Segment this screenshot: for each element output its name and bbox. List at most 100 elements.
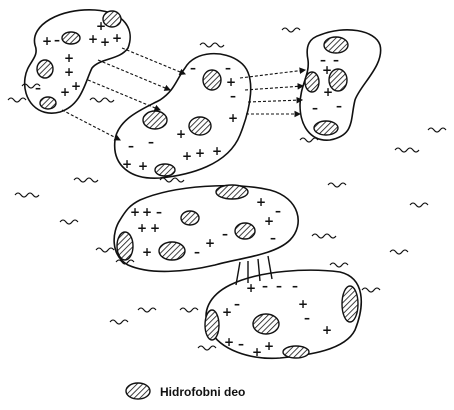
svg-text:–: –: [262, 279, 268, 293]
svg-text:–: –: [333, 53, 339, 67]
hydrophobic-patch: [40, 97, 56, 109]
hydrophobic-patch: [253, 314, 279, 334]
svg-text:–: –: [234, 297, 240, 311]
svg-text:+: +: [64, 65, 74, 79]
hydrophobic-patch: [235, 223, 255, 239]
svg-text:+: +: [112, 31, 122, 45]
wavy-line: [282, 28, 300, 32]
svg-text:+: +: [222, 305, 232, 319]
arrow: [98, 60, 170, 90]
wavy-line: [330, 263, 348, 267]
svg-text:–: –: [275, 204, 281, 218]
wavy-line: [8, 98, 26, 102]
svg-text:–: –: [35, 81, 41, 95]
wavy-line: [312, 234, 336, 238]
hydrophobic-patch: [305, 72, 319, 92]
svg-text:–: –: [270, 231, 276, 245]
wavy-line: [395, 148, 419, 152]
wavy-line: [200, 43, 224, 47]
svg-text:–: –: [156, 205, 162, 219]
svg-text:–: –: [190, 61, 196, 75]
hydrophobic-patch: [216, 185, 248, 199]
svg-text:+: +: [42, 34, 52, 48]
hydrophobic-patch: [205, 310, 219, 340]
wavy-line: [390, 250, 408, 254]
wavy-line: [74, 178, 98, 182]
svg-text:+: +: [142, 245, 152, 259]
hydrophobic-patch: [155, 164, 175, 176]
svg-text:–: –: [276, 279, 282, 293]
svg-text:+: +: [137, 221, 147, 235]
svg-text:+: +: [71, 79, 81, 93]
svg-text:–: –: [238, 337, 244, 351]
svg-text:+: +: [130, 205, 140, 219]
molecule-bottom: +–– ––+ +–+ +–+ +: [205, 270, 361, 359]
svg-text:–: –: [230, 89, 236, 103]
svg-text:–: –: [194, 245, 200, 259]
svg-text:+: +: [122, 157, 132, 171]
wavy-line: [160, 178, 184, 182]
hydrophobic-patch: [117, 232, 133, 260]
wavy-line: [138, 308, 156, 312]
svg-text:+: +: [264, 339, 274, 353]
svg-text:–: –: [312, 101, 318, 115]
svg-text:+: +: [212, 144, 222, 158]
legend-label: Hidrofobni deo: [160, 385, 245, 399]
svg-text:–: –: [304, 311, 310, 325]
svg-text:–: –: [225, 61, 231, 75]
svg-text:–: –: [336, 99, 342, 113]
wavy-line: [90, 98, 114, 102]
svg-text:+: +: [138, 159, 148, 173]
svg-text:+: +: [256, 195, 266, 209]
svg-text:+: +: [195, 146, 205, 160]
wavy-line: [428, 128, 446, 132]
legend-hydrophobic-icon: [126, 383, 150, 399]
hydrophobic-patch: [314, 121, 338, 135]
svg-text:+: +: [264, 214, 274, 228]
molecule-middle: ++– +++ –+– –+– +: [114, 185, 298, 271]
svg-text:+: +: [205, 236, 215, 250]
wavy-line: [180, 308, 198, 312]
wavy-line: [410, 203, 428, 207]
arrow: [122, 48, 185, 74]
svg-text:+: +: [228, 111, 238, 125]
legend: Hidrofobni deo: [126, 383, 245, 399]
wavy-line: [198, 346, 216, 350]
hydrophobic-patch: [159, 242, 185, 260]
svg-text:+: +: [323, 85, 333, 99]
wavy-line: [362, 288, 380, 292]
svg-text:+: +: [224, 335, 234, 349]
svg-text:+: +: [298, 297, 308, 311]
svg-text:+: +: [226, 75, 236, 89]
svg-text:+: +: [182, 149, 192, 163]
hydrophobic-patch: [62, 32, 80, 44]
svg-text:–: –: [128, 139, 134, 153]
hydrophobic-patch: [37, 60, 53, 78]
wavy-line: [60, 220, 78, 224]
hydrophobic-patch: [342, 286, 358, 322]
hydrophobic-patch: [283, 346, 309, 358]
svg-text:+: +: [96, 19, 106, 33]
svg-text:+: +: [252, 345, 262, 359]
svg-text:+: +: [64, 51, 74, 65]
svg-text:+: +: [142, 205, 152, 219]
svg-text:–: –: [148, 135, 154, 149]
arrow: [245, 86, 303, 90]
svg-text:+: +: [100, 35, 110, 49]
svg-text:+: +: [246, 281, 256, 295]
wavy-line: [15, 193, 39, 197]
svg-text:+: +: [322, 323, 332, 337]
wavy-line: [110, 320, 128, 324]
wavy-line: [96, 248, 114, 252]
hydrophobic-patch: [181, 211, 199, 225]
wavy-line: [300, 138, 318, 142]
svg-text:+: +: [60, 85, 70, 99]
hydrophobic-patch: [203, 70, 221, 90]
svg-text:+: +: [322, 63, 332, 77]
molecule-top-right: ––+ +––: [300, 30, 381, 140]
hydrophobic-patch: [189, 117, 211, 135]
svg-text:+: +: [176, 127, 186, 141]
arrow: [248, 100, 302, 102]
svg-text:+: +: [150, 221, 160, 235]
